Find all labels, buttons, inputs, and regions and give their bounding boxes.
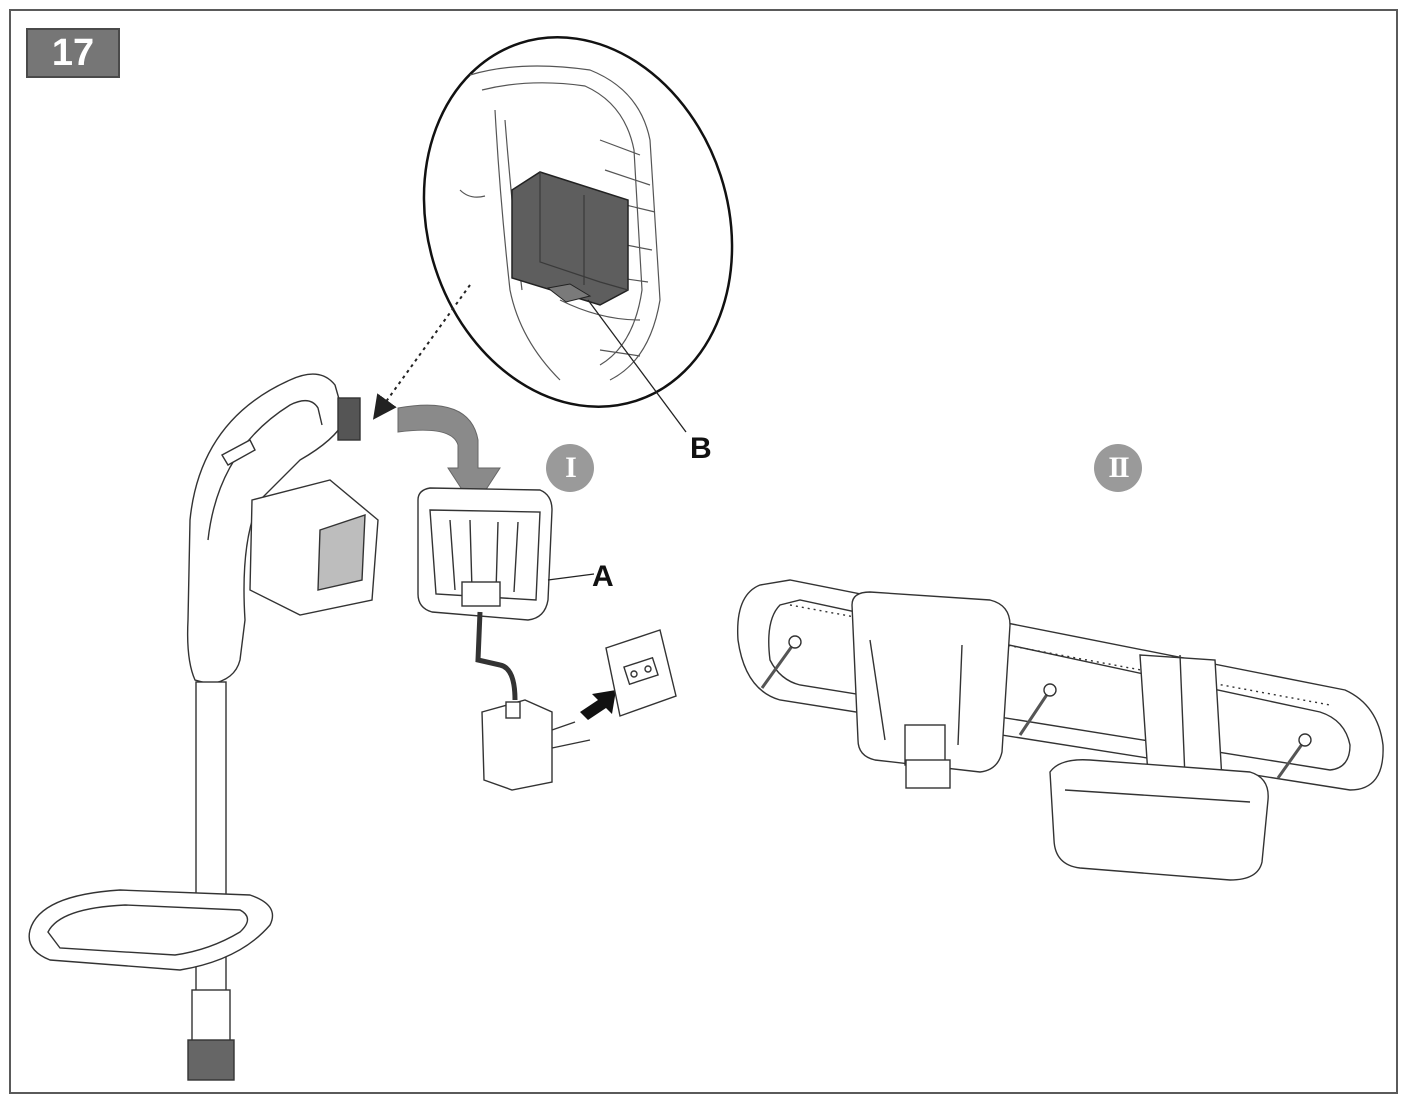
- curved-insert-arrow: [397, 404, 501, 509]
- power-adapter: [481, 699, 591, 791]
- dotted-arrow: [372, 284, 471, 420]
- charging-holder: [417, 487, 553, 621]
- plug-in-arrow: [580, 690, 616, 720]
- wall-mount-rail: [736, 579, 1384, 881]
- leader-line-b: [587, 299, 687, 433]
- callout-a: A: [592, 560, 614, 593]
- leader-line-a: [547, 573, 595, 581]
- detail-magnifier: [422, 36, 734, 408]
- charger-cable: [475, 611, 518, 701]
- wall-socket: [605, 629, 677, 717]
- phase-two-marker: II: [1094, 444, 1142, 492]
- phase-one-marker: I: [546, 444, 594, 492]
- step-number-badge: 17: [26, 28, 120, 78]
- trimmer-tool: [28, 373, 379, 1081]
- callout-b: B: [690, 432, 712, 465]
- charging-contact-module: [511, 171, 629, 306]
